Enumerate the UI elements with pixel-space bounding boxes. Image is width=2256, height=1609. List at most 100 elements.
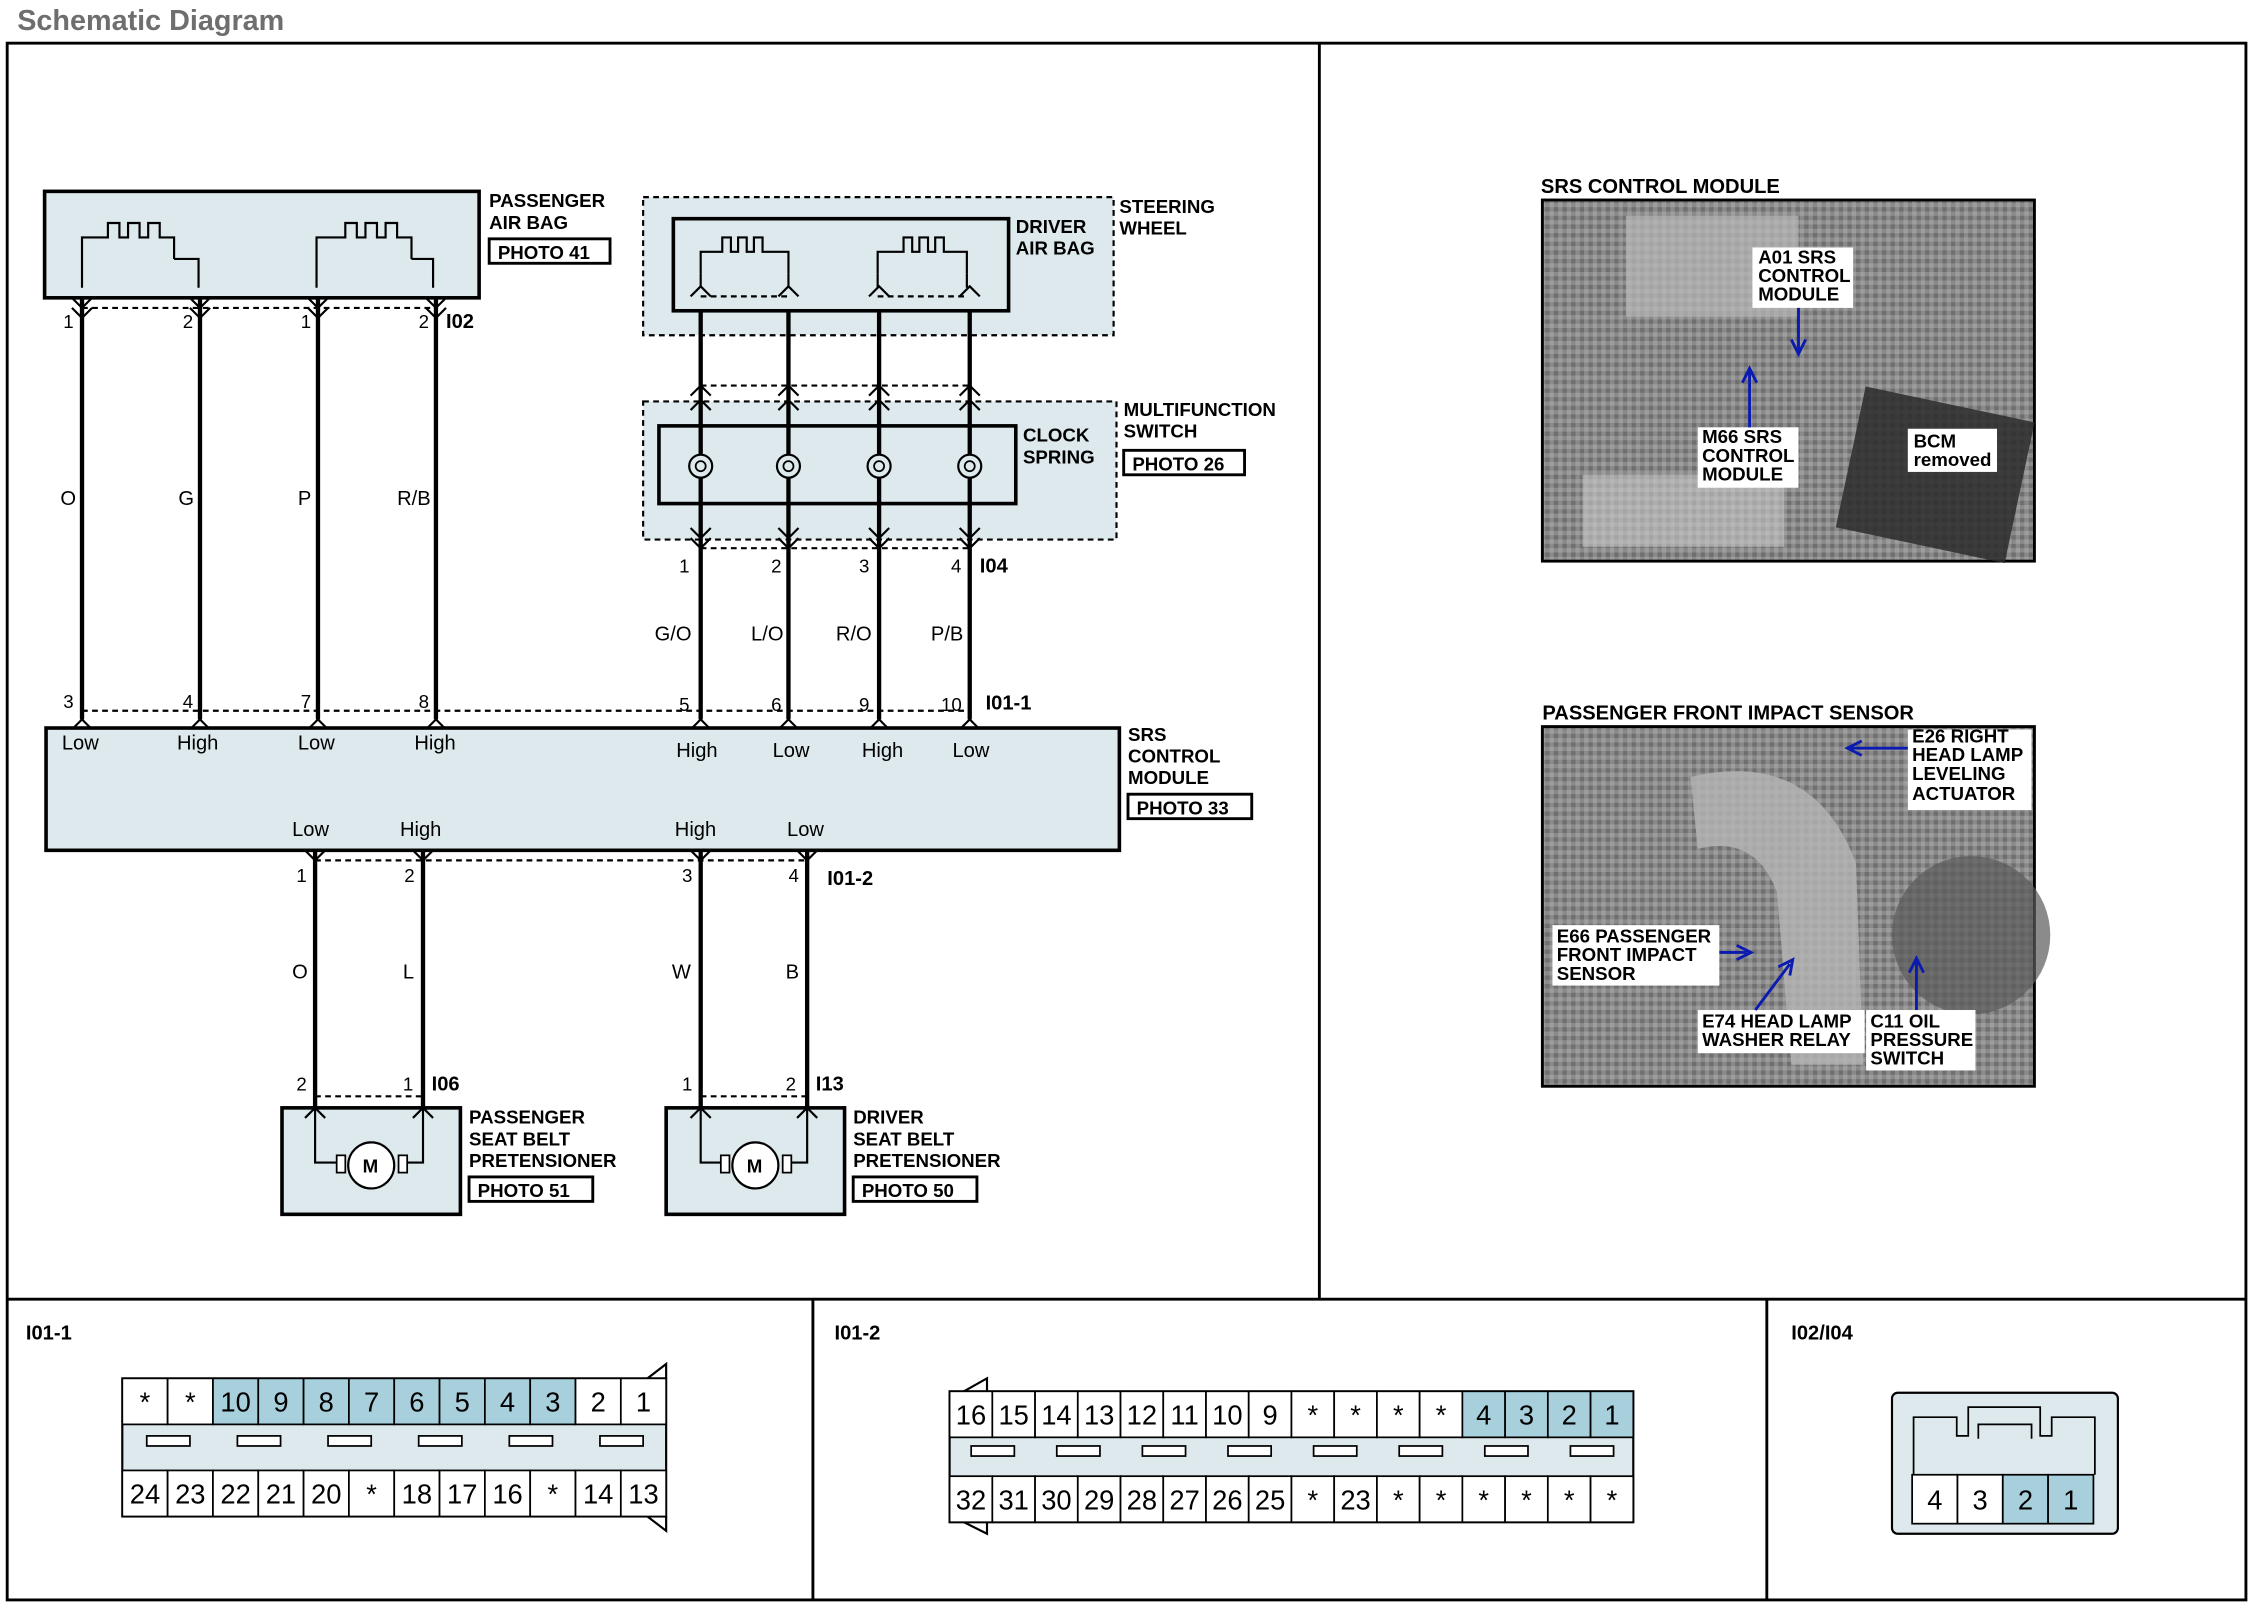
cavity-label: * (1478, 1484, 1489, 1515)
pin-label: 4 (183, 691, 193, 712)
driver-pretensioner-label-1: DRIVER (853, 1107, 924, 1128)
cavity-label: 29 (1084, 1484, 1114, 1515)
cavity-label: 27 (1169, 1484, 1199, 1515)
connector-cavity (1205, 1390, 1250, 1439)
cavity-label: * (140, 1386, 151, 1417)
pin-label: 1 (63, 311, 73, 332)
level-label: High (675, 819, 716, 841)
cavity-label: 16 (492, 1479, 522, 1510)
cavity-label: 3 (545, 1386, 560, 1417)
pin-label: 10 (941, 694, 962, 715)
passenger-pretensioner-label-1: PASSENGER (469, 1107, 585, 1128)
cavity-label: 3 (1519, 1399, 1534, 1430)
cavity-label: 31 (998, 1484, 1028, 1515)
clock-spring-box (657, 424, 1018, 506)
connector-cavity (529, 1377, 577, 1426)
cavity-label: * (1436, 1399, 1447, 1430)
photo-callout: removed (1914, 449, 1992, 470)
level-label: High (862, 740, 903, 762)
photo-callout: M66 SRS (1702, 426, 1782, 447)
level-label: High (400, 819, 441, 841)
connector-cavity (1546, 1475, 1592, 1524)
cavity-label: 32 (956, 1484, 986, 1515)
cavity-label: 1 (2063, 1484, 2078, 1515)
motor-icon: M (719, 1141, 793, 1190)
diagram-frame (5, 41, 2248, 1602)
pin-label: 2 (771, 556, 781, 577)
connector-cavity (348, 1377, 396, 1426)
photo-callout: A01 SRS (1758, 246, 1836, 267)
connector-cavity (2047, 1473, 2095, 1525)
photo-callout: C11 OIL (1870, 1010, 1940, 1031)
connector-cavity (1034, 1390, 1079, 1439)
passenger-air-bag-label-1: PASSENGER (489, 190, 605, 211)
connector-cavity (348, 1469, 396, 1518)
cavity-label: 1 (1604, 1399, 1619, 1430)
connector-cavity (1956, 1473, 2004, 1525)
wire-color-label: P/B (931, 623, 963, 645)
pin-label: 3 (682, 865, 692, 886)
connector-cavity (438, 1377, 486, 1426)
level-label: Low (292, 819, 329, 841)
cavity-label: 13 (628, 1479, 658, 1510)
pin-label: 7 (301, 691, 311, 712)
clock-spring-label-1: CLOCK (1023, 425, 1090, 446)
clock-spring-label-2: SPRING (1023, 446, 1095, 467)
pin-label: 6 (771, 694, 781, 715)
connector-cavity (257, 1469, 305, 1518)
cavity-label: * (1350, 1399, 1361, 1430)
cavity-label: 11 (1170, 1399, 1198, 1430)
clock-spring-coils (688, 453, 983, 479)
level-label: High (676, 740, 717, 762)
level-label: Low (787, 819, 824, 841)
photo-33-label: PHOTO 33 (1137, 797, 1229, 818)
connector-cavity (1034, 1475, 1079, 1524)
cavity-label: 28 (1127, 1484, 1157, 1515)
photo-callout: E66 PASSENGER (1557, 925, 1712, 946)
svg-text:M: M (747, 1156, 763, 1177)
squib-symbol-left (80, 221, 200, 288)
driver-air-bag-wires-upper (698, 310, 972, 720)
srs-control-module-box (44, 726, 1122, 853)
connector-cavity (166, 1469, 214, 1518)
photo-callout: BCM (1914, 430, 1957, 451)
pin-label: 4 (951, 556, 961, 577)
wire-color-label: B (786, 961, 799, 983)
cavity-label: * (1307, 1399, 1318, 1430)
cavity-label: 4 (1927, 1484, 1942, 1515)
connector-cavity (1333, 1475, 1378, 1524)
multifunction-switch-label-1: MULTIFUNCTION (1124, 399, 1276, 420)
cavity-label: * (1607, 1484, 1618, 1515)
photo-callout: CONTROL (1702, 445, 1794, 466)
pin-label: 2 (786, 1074, 796, 1095)
photo-callout: WASHER RELAY (1702, 1029, 1851, 1050)
pin-label: 5 (679, 694, 689, 715)
connector-cavity (212, 1469, 260, 1518)
cavity-label: 17 (447, 1479, 477, 1510)
cavity-label: * (548, 1479, 559, 1510)
wire-color-label: L (403, 961, 414, 983)
svg-text:M: M (363, 1156, 379, 1177)
passenger-pretensioner: M PASSENGER SEAT BELT PRETENSIONER PHOTO… (280, 1106, 617, 1217)
pin-label: 1 (301, 311, 311, 332)
cavity-label: 14 (583, 1479, 613, 1510)
connector-cavity (1119, 1475, 1165, 1524)
cavity-label: 14 (1041, 1399, 1071, 1430)
pin-label: 2 (183, 311, 193, 332)
pin-label: 2 (296, 1074, 306, 1095)
connector-cavity (574, 1377, 622, 1426)
cavity-label: * (366, 1479, 377, 1510)
cavity-label: 26 (1212, 1484, 1242, 1515)
connector-i13-label: I13 (816, 1074, 844, 1096)
driver-pretensioner-label-3: PRETENSIONER (853, 1150, 1001, 1171)
connector-cavity (257, 1377, 305, 1426)
photo-callout: SWITCH (1870, 1048, 1944, 1069)
cavity-label: * (1393, 1399, 1404, 1430)
wire-color-label: O (292, 961, 308, 983)
cavity-label: 6 (409, 1386, 424, 1417)
level-label: Low (298, 733, 335, 755)
driver-pretensioner: M DRIVER SEAT BELT PRETENSIONER PHOTO 50 (664, 1106, 1001, 1217)
terminal-marks (71, 297, 447, 320)
squib-symbol-driver-right (876, 236, 968, 298)
